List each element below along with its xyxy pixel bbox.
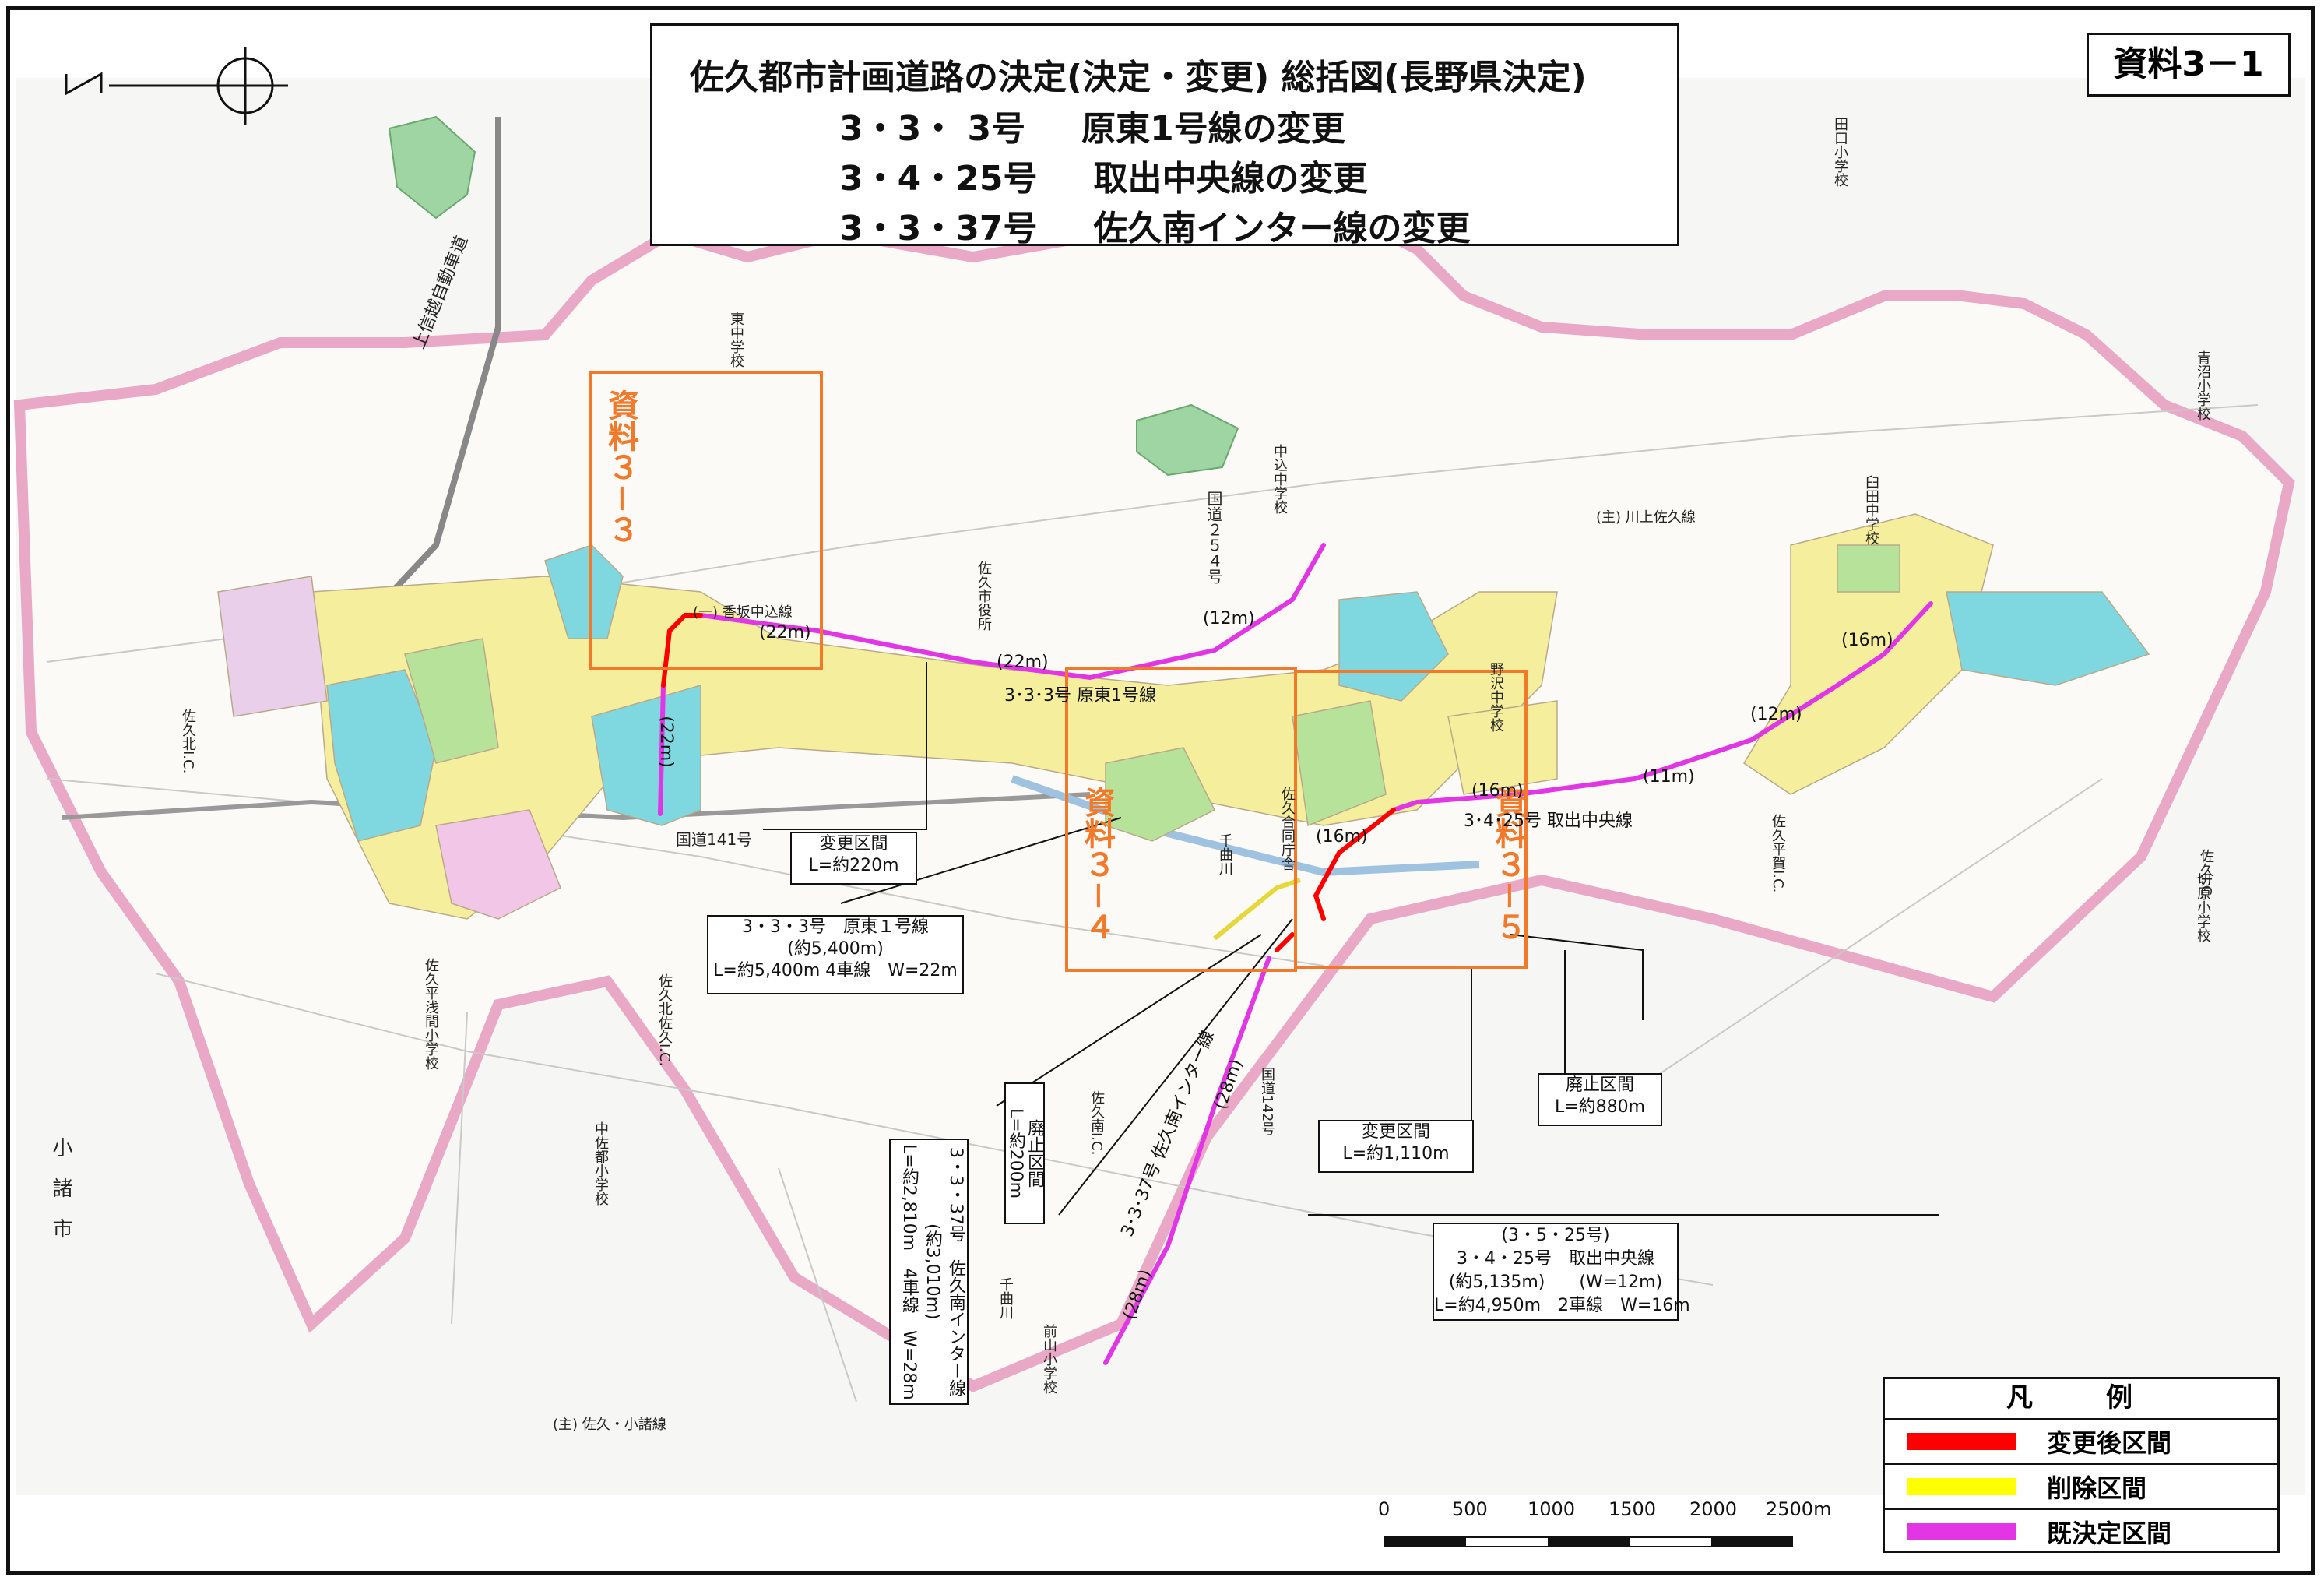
map-label-higashi-school: 東中学校 xyxy=(728,312,744,368)
width-label: (16m) xyxy=(1316,827,1368,847)
map-label-nozawa-school: 野沢中学校 xyxy=(1488,662,1504,732)
scale-tick-label: 2000 xyxy=(1689,1498,1738,1520)
width-label: (11m) xyxy=(1643,767,1695,787)
legend-item-deleted: 削除区間 xyxy=(1885,1465,2277,1510)
width-label: (16m) xyxy=(1841,631,1893,650)
map-label-chikumagawa: 千曲川 xyxy=(1217,833,1233,875)
title-box: 佐久都市計画道路の決定(決定・変更) 総括図(長野県決定) 3・3・ 3号原東1… xyxy=(650,23,1679,248)
decided-routes xyxy=(658,543,1933,1365)
scale-tick-label: 2500m xyxy=(1766,1498,1832,1520)
map-label-sakudaira-asama-school: 佐久平浅間小学校 xyxy=(423,958,439,1070)
forest-area xyxy=(1136,403,1239,477)
route-3-3-3-decided xyxy=(698,543,1326,681)
frame-3-3 xyxy=(589,371,823,670)
land-use-zones xyxy=(217,513,2150,920)
callout-sakuminami-line: 3・3・37号 佐久南インター線(約3,010m)L=約2,810m 4車線 W… xyxy=(889,1139,969,1405)
map-label-kokudo-141: 国道141号 xyxy=(676,830,753,849)
route-3-3-3-west xyxy=(658,683,666,816)
map-label-usuda-school: 臼田中学校 xyxy=(1863,475,1879,545)
map-label-nakagomi-school: 中込中学校 xyxy=(1271,444,1288,514)
map-label-saku-hirago-ic: 佐久平賀I.C. xyxy=(1770,814,1786,893)
route-3-4-25-decided xyxy=(1391,601,1933,812)
map-label-saku-ic: 佐久I.C. xyxy=(2198,849,2214,900)
river-chikuma xyxy=(1011,775,1480,877)
map-label-kokudo-254: 国道２５４号 xyxy=(1204,491,1223,584)
map-label-kawakami-line: (主) 川上佐久線 xyxy=(1596,509,1696,526)
route-label-3-3-3: 3･3･3号 原東1号線 xyxy=(1004,686,1156,706)
map-label-maeyama-school: 前山小学校 xyxy=(1041,1324,1057,1394)
legend-swatch-yellow xyxy=(1907,1478,2016,1495)
deleted-route xyxy=(1213,878,1301,941)
scale-tick-label: 1500 xyxy=(1609,1498,1657,1520)
document-id: 資料3－1 xyxy=(2087,33,2291,97)
title-main: 佐久都市計画道路の決定(決定・変更) 総括図(長野県決定) xyxy=(690,58,1587,97)
map-label-saku-kitakisa-ic: 佐久北佐久I.C. xyxy=(656,973,673,1067)
map-label-saku-gousei: 佐久合同庁舎 xyxy=(1279,787,1296,871)
changed-routes xyxy=(661,613,1396,952)
width-label: (22m) xyxy=(656,716,676,768)
map-frame xyxy=(6,6,2315,1575)
title-line-2: 3・4・25号取出中央線の変更 xyxy=(839,159,1368,199)
scale-tick-label: 1000 xyxy=(1528,1498,1576,1520)
map-label-kirihara-school: 切原小学校 xyxy=(2195,872,2211,942)
width-label: (22m) xyxy=(997,653,1049,672)
route-3-3-37-decided xyxy=(1103,956,1271,1365)
map-label-komoro-city: 小 諸 市 xyxy=(49,1137,72,1238)
map-label-taguchi-school: 田口小学校 xyxy=(1832,117,1848,187)
route-3-3-37-changed xyxy=(1275,932,1295,952)
map-label-saku-city-hall: 佐久市役所 xyxy=(976,561,992,631)
label-shiryo-3-4: 資料３－４ xyxy=(1079,787,1115,942)
width-label: (12m) xyxy=(1750,705,1802,724)
callout-toride-line: (3・5・25号)3・4・25号 取出中央線(約5,135m) (W=12m)L… xyxy=(1433,1223,1690,1321)
scale-bar xyxy=(1384,1536,1793,1547)
map-label-sakuminami-ic: 佐久南I.C. xyxy=(1088,1090,1105,1156)
route-label-3-4-25: 3･4･25号 取出中央線 xyxy=(1464,811,1633,831)
legend-item-changed: 変更後区間 xyxy=(1885,1420,2277,1465)
map-label-kosaka-line: (一) 香坂中込線 xyxy=(693,604,793,621)
reference-frames xyxy=(589,371,1528,972)
label-shiryo-3-3: 資料３－３ xyxy=(603,389,638,545)
route-3-3-3-changed xyxy=(661,613,703,688)
legend: 凡 例 変更後区間 削除区間 既決定区間 xyxy=(1883,1377,2280,1553)
route-3-4-25-changed xyxy=(1313,808,1396,921)
legend-swatch-magenta xyxy=(1907,1523,2016,1540)
legend-swatch-red xyxy=(1907,1433,2016,1450)
forest-area xyxy=(388,115,476,220)
scale-tick-label: 0 xyxy=(1378,1498,1391,1520)
title-line-3: 3・3・37号佐久南インター線の変更 xyxy=(839,209,1471,248)
width-label: (22m) xyxy=(759,623,811,642)
legend-title: 凡 例 xyxy=(1885,1379,2277,1420)
legend-item-decided: 既決定区間 xyxy=(1885,1510,2277,1554)
title-line-1: 3・3・ 3号原東1号線の変更 xyxy=(839,109,1345,149)
width-label: (16m) xyxy=(1471,781,1524,801)
map-label-nakasato-school: 中佐都小学校 xyxy=(592,1121,609,1206)
frame-3-5 xyxy=(1294,670,1528,969)
map-label-aonuma-school: 青沼小学校 xyxy=(2195,350,2211,421)
scale-tick-label: 500 xyxy=(1452,1498,1488,1520)
width-label: (12m) xyxy=(1203,609,1255,628)
north-arrow-icon xyxy=(65,47,288,125)
leader-lines xyxy=(763,662,1939,1216)
label-shiryo-3-5: 資料３－５ xyxy=(1490,787,1526,942)
callout-genton-line: 3・3・3号 原東１号線(約5,400m)L=約5,400m 4車線 W=22m xyxy=(707,915,964,994)
map-label-chikumagawa-2: 千曲川 xyxy=(997,1277,1014,1319)
map-label-kokudo-142: 国道142号 xyxy=(1259,1067,1275,1136)
map-label-saku-komoro-line: (主) 佐久・小諸線 xyxy=(553,1417,666,1433)
map-label-saku-kita-ic: 佐久北I.C. xyxy=(180,709,196,774)
